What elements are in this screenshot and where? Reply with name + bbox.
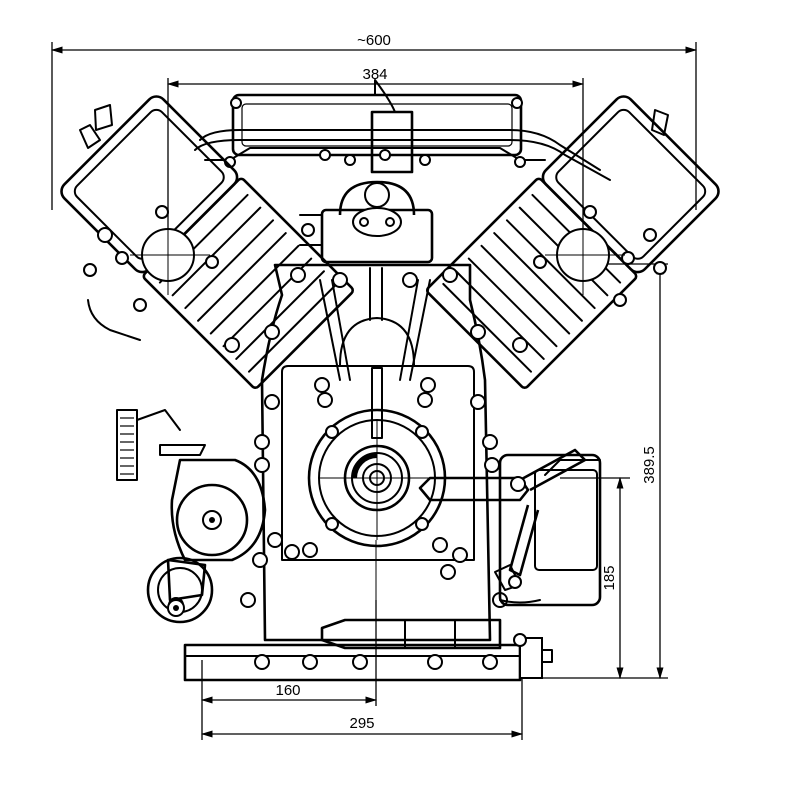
dimension-label-overall-width: ~600 — [357, 32, 391, 49]
right-head-port — [533, 205, 635, 295]
base-plate — [183, 633, 553, 682]
left-fin-grille — [116, 409, 181, 481]
right-side-bracket — [613, 109, 669, 307]
oil-tube — [418, 448, 587, 591]
dimension-shaft-height: 185 — [560, 476, 630, 680]
dimension-label-shaft-height: 185 — [601, 565, 618, 590]
left-side-bracket — [79, 104, 147, 341]
crankshaft-flange — [307, 408, 447, 548]
dimension-label-shaft-offset: 160 — [275, 682, 300, 699]
left-cylinder — [60, 95, 354, 389]
dimension-base-width: 295 — [200, 662, 524, 740]
oil-drain-plug — [320, 618, 502, 650]
right-starter — [498, 453, 602, 607]
crankcase — [168, 263, 528, 642]
intake-manifold — [194, 79, 611, 181]
center-carburetor — [299, 180, 434, 264]
dimension-label-total-height: 389.5 — [641, 446, 658, 484]
dimension-label-base-width: 295 — [349, 715, 374, 732]
left-lower-pulley — [146, 556, 214, 624]
left-alternator — [159, 444, 267, 562]
dimension-label-head-spacing: 384 — [362, 66, 387, 83]
left-head-port — [115, 205, 219, 295]
dimension-overall-width: ~600 — [50, 32, 698, 210]
